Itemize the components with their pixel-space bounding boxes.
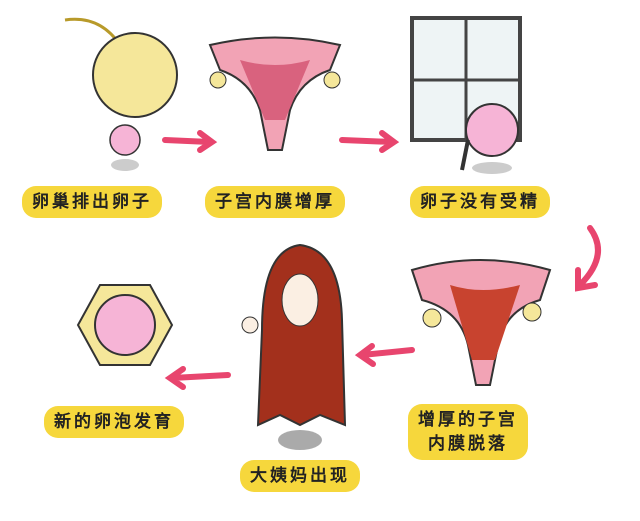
arrow-3 <box>575 225 601 292</box>
new-follicle-illustration <box>76 284 174 366</box>
step-label-period-starts: 大姨妈出现 <box>240 460 360 492</box>
uterus-shedding-illustration <box>410 259 552 386</box>
arrow-5 <box>164 366 231 390</box>
step-label-new-follicle: 新的卵泡发育 <box>44 406 184 438</box>
step-label-ovulation: 卵巢排出卵子 <box>22 186 162 218</box>
step-label-endometrium-sheds: 增厚的子宫 内膜脱落 <box>408 404 528 460</box>
step-label-endometrium-thickens: 子宫内膜增厚 <box>205 186 345 218</box>
ovary-illustration <box>64 17 178 171</box>
arrow-2 <box>339 130 400 153</box>
window-egg-illustration <box>410 16 522 174</box>
step-label-line1: 增厚的子宫 <box>418 410 518 430</box>
step-label-egg-not-fertilized: 卵子没有受精 <box>410 186 550 218</box>
arrow-4 <box>354 343 415 367</box>
flow-arrows <box>162 130 601 390</box>
period-figure-illustration <box>241 243 347 450</box>
step-label-line2: 内膜脱落 <box>428 434 508 454</box>
arrow-1 <box>162 130 218 153</box>
uterus-thickening-illustration <box>208 36 342 151</box>
